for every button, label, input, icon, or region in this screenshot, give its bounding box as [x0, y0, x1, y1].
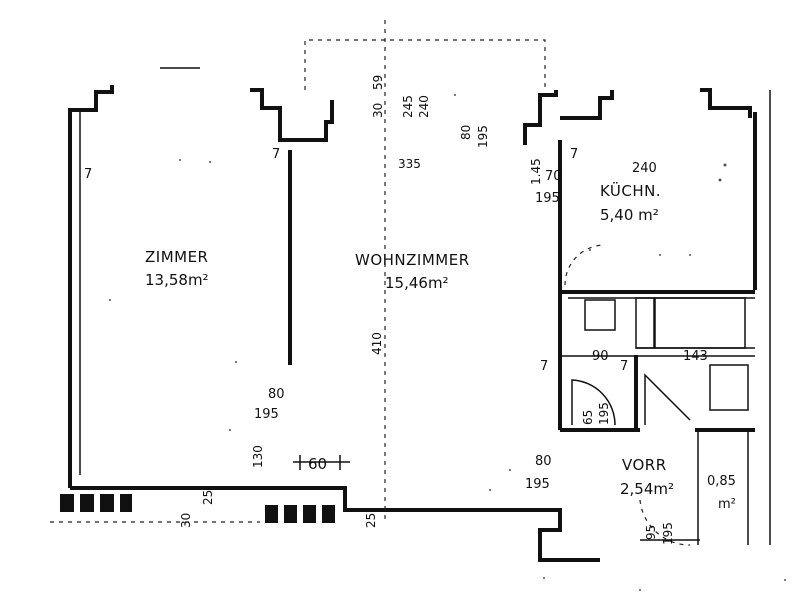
room-dim-kuche: 240	[632, 161, 657, 176]
dim-130: 130	[251, 445, 265, 468]
room-area-vorraum: 2,54m²	[620, 480, 674, 498]
dim-195-door-vorr: 195	[525, 477, 550, 492]
door-swing-wc	[644, 373, 691, 425]
wall-top-left	[70, 85, 114, 112]
dim-195-bath: 195	[597, 402, 611, 425]
dim-7-partition: 7	[272, 147, 280, 162]
dim-7-kitchen: 7	[570, 147, 578, 162]
room-unit-wc: m²	[718, 497, 736, 512]
dim-410: 410	[370, 332, 384, 355]
room-name-zimmer: ZIMMER	[145, 248, 208, 266]
room-area-zimmer: 13,58m²	[145, 271, 209, 289]
room-area-wc: 0,85	[707, 474, 736, 489]
door-swing-vorr	[639, 499, 691, 546]
washbasin	[584, 299, 616, 331]
dim-195-wc: 195	[661, 522, 675, 545]
wall-top-kitchen-left	[523, 90, 558, 145]
dim-7-bath-left: 7	[540, 359, 548, 374]
wall-top-kitchen	[560, 90, 614, 120]
wall-top-mid-right	[300, 100, 334, 142]
room-area-kuche: 5,40 m²	[600, 206, 659, 224]
dim-80-door-vorr: 80	[535, 454, 552, 469]
door-swing-bath	[571, 379, 616, 426]
dim-245: 245	[401, 95, 415, 118]
dim-60: 60	[308, 455, 327, 473]
dim-145: 1.45	[529, 158, 543, 185]
dim-195-door-zimmer: 195	[254, 407, 279, 422]
dim-90-bath: 90	[592, 349, 609, 364]
room-name-kuche: KÜCHN.	[600, 181, 661, 200]
wall-bottom-mid	[260, 486, 600, 562]
radiators-mid	[265, 505, 335, 523]
dim-195-top: 195	[476, 125, 490, 148]
dim-25-bottom-mid: 25	[364, 513, 378, 528]
bathtub	[654, 297, 746, 349]
dim-25-bottom-left: 25	[201, 490, 215, 505]
scan-noise	[109, 94, 786, 591]
door-swing-kitchen	[564, 244, 606, 286]
dim-143-bath: 143	[683, 349, 708, 364]
dim-335: 335	[398, 157, 421, 171]
dim-30-top: 30	[371, 103, 385, 118]
dim-65: 65	[581, 410, 595, 425]
dim-80-top: 80	[459, 125, 473, 140]
wall-top-mid-left	[250, 88, 300, 142]
bath-fixture	[635, 297, 655, 349]
dim-240-top: 240	[417, 95, 431, 118]
dim-80-door-zimmer: 80	[268, 387, 285, 402]
room-name-vorraum: VORR	[622, 456, 667, 474]
shower	[709, 364, 749, 411]
wall-top-right	[700, 88, 752, 118]
dim-30-bottom: 30	[179, 513, 193, 528]
dim-195-kitchen: 195	[535, 191, 560, 206]
room-name-wohnzimmer: WOHNZIMMER	[355, 251, 470, 269]
dim-59: 59	[371, 75, 385, 90]
dim-7-zimmer: 7	[84, 167, 92, 182]
radiators-left	[60, 494, 132, 512]
balcony-outline	[304, 39, 546, 90]
dim-95: 95	[644, 525, 658, 540]
dim-7-bath-mid: 7	[620, 359, 628, 374]
dim-70-kitchen: 70	[545, 169, 562, 184]
room-area-wohnzimmer: 15,46m²	[385, 274, 449, 292]
